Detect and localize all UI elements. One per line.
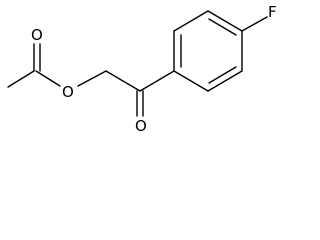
molecule-structure: O O O F: [7, 3, 277, 135]
atom-oxygen-ketone: O: [135, 117, 147, 135]
atom-fluorine: F: [268, 3, 277, 21]
ring-bond-3-inner: [208, 18, 237, 36]
ring-bond-5: [207, 70, 243, 92]
bond-methylene-to-ketone-carbon: [105, 70, 141, 92]
atom-oxygen-acetyl-carbonyl: O: [31, 26, 43, 44]
ring-bond-2: [173, 10, 209, 32]
bond-carbonyl-to-ester-oxygen: [35, 70, 61, 87]
bond-ester-oxygen-to-methylene: [77, 70, 107, 87]
ring-bond-5-inner: [208, 66, 237, 84]
bond-ring-to-fluorine: [241, 16, 268, 32]
bond-ketone-to-ring: [139, 70, 175, 92]
atom-oxygen-ester: O: [62, 83, 74, 101]
bond-methyl-to-carbonyl: [7, 70, 35, 88]
ring-bond-6: [173, 70, 209, 92]
ring-bond-3: [207, 10, 243, 32]
